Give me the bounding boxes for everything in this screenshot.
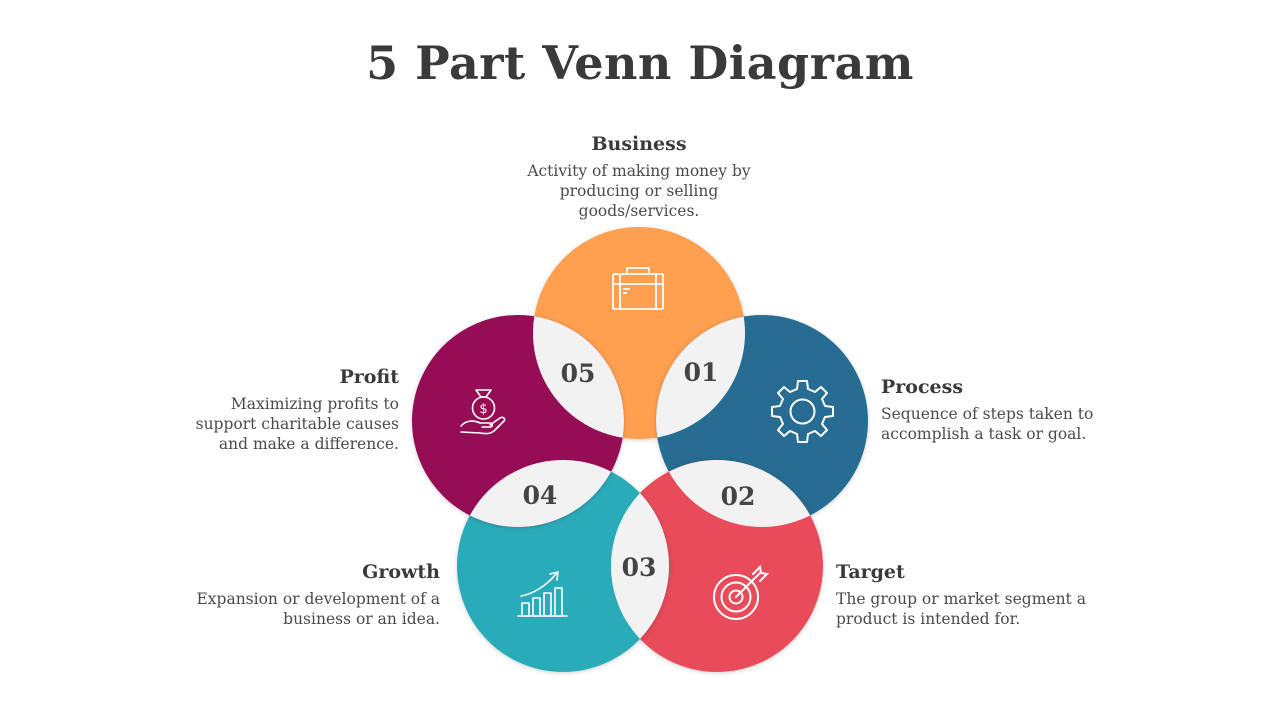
business-text-block: Business Activity of making money by pro… (524, 133, 754, 221)
target-heading: Target (836, 561, 905, 583)
overlap-number-05: 05 (561, 359, 596, 388)
target-icon (713, 564, 770, 620)
business-description: Activity of making money by producing or… (527, 162, 751, 220)
growth-chart-icon (517, 571, 568, 617)
growth-heading: Growth (362, 561, 440, 583)
overlap-business-process (656, 315, 745, 439)
briefcase-icon (612, 267, 664, 310)
overlap-number-02: 02 (721, 482, 756, 511)
growth-description: Expansion or development of a business o… (196, 590, 440, 628)
process-description: Sequence of steps taken to accomplish a … (881, 405, 1094, 443)
page-title: 5 Part Venn Diagram (366, 36, 914, 90)
gear-icon (771, 380, 834, 443)
overlap-number-04: 04 (523, 481, 558, 510)
money-bag-hand-icon: $ (460, 389, 506, 435)
profit-text-block: Profit Maximizing profits to support cha… (169, 366, 399, 454)
svg-text:$: $ (479, 402, 487, 417)
overlap-profit-business (533, 315, 624, 439)
target-text-block: Target The group or market segment a pro… (836, 561, 1086, 629)
target-description: The group or market segment a product is… (836, 590, 1086, 628)
overlap-number-03: 03 (622, 553, 657, 582)
process-text-block: Process Sequence of steps taken to accom… (881, 376, 1096, 444)
profit-heading: Profit (339, 366, 399, 388)
growth-text-block: Growth Expansion or development of a bus… (190, 561, 440, 629)
overlap-number-01: 01 (684, 358, 719, 387)
profit-description: Maximizing profits to support charitable… (195, 395, 399, 453)
process-heading: Process (881, 376, 964, 398)
business-heading: Business (591, 133, 687, 155)
